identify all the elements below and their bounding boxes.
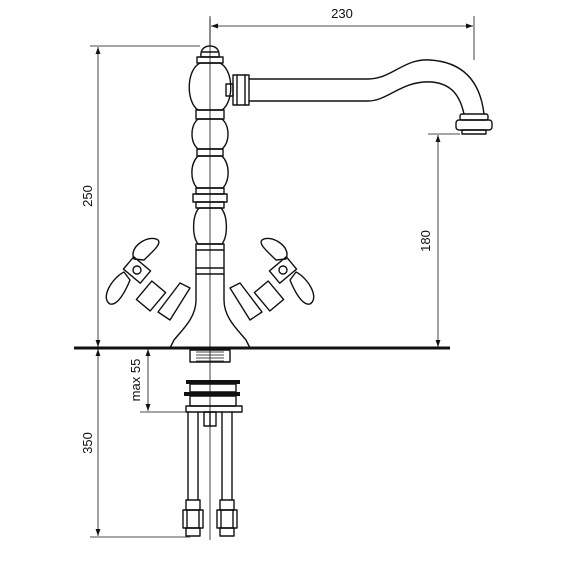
dimension-spout-reach: 230 (209, 6, 475, 60)
dimension-label-max-thickness: max 55 (128, 359, 143, 402)
dimension-label-spout-reach: 230 (331, 6, 353, 21)
dimension-under-counter: 350 (80, 349, 190, 538)
under-counter-assembly (182, 349, 243, 537)
right-cross-handle (229, 237, 315, 321)
faucet-body (169, 45, 251, 349)
dimension-max-thickness: max 55 (128, 349, 186, 413)
dimension-total-height: 250 (80, 45, 200, 347)
left-cross-handle (105, 237, 191, 321)
dimension-label-total-height: 250 (80, 185, 95, 207)
dimension-label-under-counter: 350 (80, 432, 95, 454)
spout (225, 59, 493, 135)
dimension-label-spout-height: 180 (418, 230, 433, 252)
dimension-spout-height: 180 (418, 133, 460, 347)
